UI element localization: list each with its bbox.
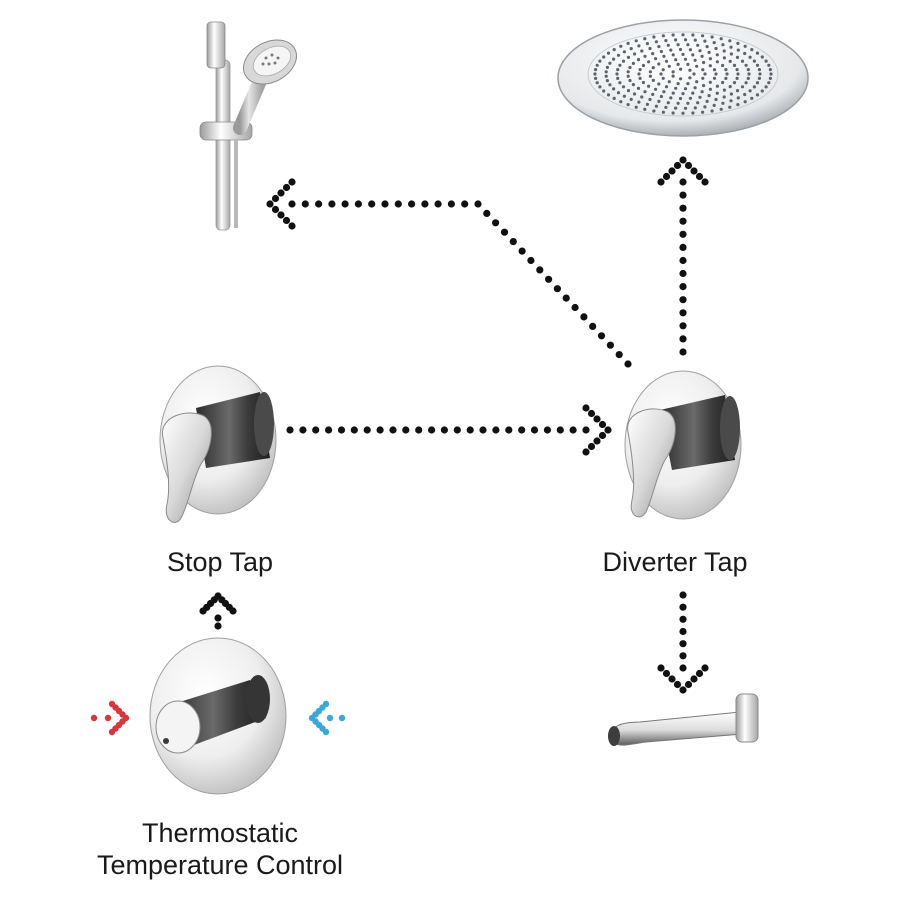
arrow-to-overhead-shower-head [657, 156, 709, 186]
arrow-to-bath-spout [679, 591, 687, 672]
arrow-to-overhead-shower [679, 178, 687, 356]
stop-tap-label: Stop Tap [166, 547, 274, 577]
slide-rail-shower-kit [199, 21, 297, 231]
arrow-stop-to-diverter-head [582, 404, 612, 456]
thermostatic-control-image [149, 637, 287, 795]
arrow-thermo-to-stop [214, 614, 222, 630]
thermostatic-label-line2: Temperature Control [96, 850, 344, 880]
cold-inlet-arrow [326, 714, 346, 722]
cold-inlet-arrow-head [308, 700, 330, 736]
diverter-tap-image [624, 370, 742, 520]
overhead-shower-head [557, 19, 809, 137]
arrow-to-slide-rail-head [266, 178, 296, 230]
bath-spout-image [608, 693, 759, 746]
hot-inlet-arrow [90, 714, 112, 722]
arrow-thermo-to-stop-head [199, 592, 237, 615]
arrow-to-bath-spout-head [657, 664, 709, 694]
thermostatic-label-line1: Thermostatic [141, 818, 299, 848]
flow-arrows [90, 156, 709, 736]
hot-inlet-arrow-head [108, 700, 130, 736]
diverter-tap-label: Diverter Tap [602, 547, 748, 577]
arrow-to-slide-rail [288, 200, 632, 368]
arrow-stop-to-diverter [286, 426, 590, 434]
thermostatic-control-label: Thermostatic Temperature Control [70, 817, 370, 881]
stop-tap-image [159, 365, 277, 523]
